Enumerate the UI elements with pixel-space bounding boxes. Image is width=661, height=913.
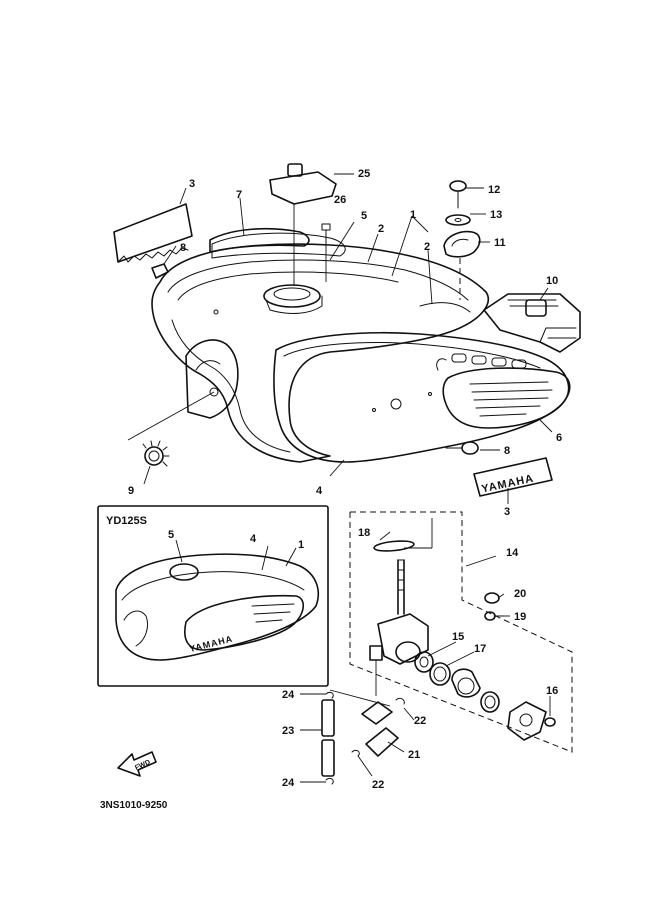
- callout-1: 1: [410, 209, 416, 221]
- callout-labels: 3 7 8 25 26 5 1 2 2 12 13 11 10 6 8 3 4 …: [100, 168, 562, 811]
- hose-23: [321, 699, 335, 777]
- inset-callout-4: 4: [250, 533, 257, 545]
- panel-slots: [451, 353, 527, 369]
- callout-25: 25: [358, 168, 370, 180]
- rear-bracket-10: [483, 293, 581, 353]
- callout-11: 11: [494, 237, 506, 249]
- callout-3-decal: 3: [189, 178, 195, 190]
- fwd-arrow: [117, 751, 157, 777]
- fuel-cock-assembly: [349, 511, 573, 753]
- screw-19: [484, 611, 505, 621]
- o-ring-17: [429, 662, 451, 686]
- callout-2-right: 2: [424, 241, 430, 253]
- callout-3-emblem: 3: [504, 506, 510, 518]
- hose-21: [361, 701, 399, 757]
- lever-17b: [451, 668, 481, 698]
- inset-model-label: YD125S: [106, 515, 147, 527]
- tank-stripe: [209, 227, 310, 253]
- knee-pad: [442, 367, 571, 429]
- callout-10: 10: [546, 275, 558, 287]
- gasket-18: [373, 540, 415, 552]
- callout-5: 5: [361, 210, 367, 222]
- fuel-cap: [269, 163, 337, 286]
- callout-2-left: 2: [378, 223, 384, 235]
- lever-plate: [507, 701, 547, 741]
- bolt-8-right: [445, 441, 479, 455]
- side-cover-panel: [273, 332, 570, 463]
- wave-washer: [480, 691, 500, 713]
- grommet-9: [142, 440, 170, 467]
- callout-9: 9: [128, 485, 134, 497]
- bolt-8-left: [151, 263, 169, 279]
- callout-18: 18: [358, 527, 370, 539]
- bolt-12: [449, 180, 467, 209]
- callout-8-right: 8: [504, 445, 510, 457]
- inset-callout-5: 5: [168, 529, 174, 541]
- clip-22-upper: [395, 697, 405, 705]
- clip-24-upper: [325, 691, 334, 699]
- callout-17: 17: [474, 643, 486, 655]
- callout-13: 13: [490, 209, 502, 221]
- leader-lines: [127, 173, 553, 783]
- callout-24-lower: 24: [282, 777, 295, 789]
- damper-11: [443, 230, 481, 300]
- callout-14: 14: [506, 547, 519, 559]
- callout-4: 4: [316, 485, 323, 497]
- callout-23: 23: [282, 725, 294, 737]
- inset-model-variant: [97, 505, 329, 687]
- callout-15: 15: [452, 631, 464, 643]
- fwd-text: FWD: [134, 759, 151, 772]
- callout-7: 7: [236, 189, 242, 201]
- screw-16: [544, 717, 556, 727]
- clip-24-lower: [325, 777, 334, 785]
- fuel-tank: [151, 232, 489, 463]
- callout-24-upper: 24: [282, 689, 295, 701]
- yamaha-emblem: [473, 457, 553, 497]
- decal-strip: [113, 203, 193, 263]
- callout-6: 6: [556, 432, 562, 444]
- callout-22-lower: 22: [372, 779, 384, 791]
- callout-22-upper: 22: [414, 715, 426, 727]
- callout-12: 12: [488, 184, 500, 196]
- screw-26: [321, 223, 331, 282]
- washer-13: [445, 214, 471, 226]
- callout-8-left: 8: [180, 242, 186, 254]
- callout-21: 21: [408, 749, 420, 761]
- clip-22-lower: [351, 749, 360, 757]
- washer-20: [484, 592, 500, 604]
- inset-callout-1: 1: [298, 539, 304, 551]
- callout-20: 20: [514, 588, 526, 600]
- callout-16: 16: [546, 685, 558, 697]
- part-code: 3NS1010-9250: [100, 800, 168, 811]
- callout-19: 19: [514, 611, 526, 623]
- packing-15: [414, 651, 434, 673]
- callout-26: 26: [334, 194, 346, 206]
